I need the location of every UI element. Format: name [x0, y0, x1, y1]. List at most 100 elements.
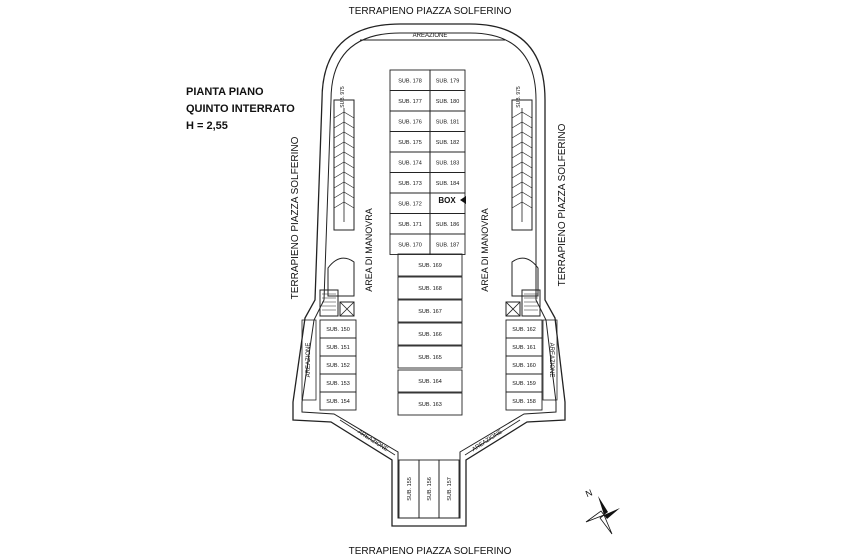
ramp-left	[319, 257, 355, 317]
stair-left-label: SUB. 975	[340, 86, 346, 108]
parking-unit-box	[505, 391, 543, 411]
parking-unit-label: SUB. 181	[436, 119, 460, 125]
parking-unit-label: SUB. 175	[398, 140, 422, 146]
parking-unit-label: SUB. 152	[326, 363, 350, 369]
parking-unit: SUB. 170	[389, 233, 431, 255]
areazione-right: AREAZIONE	[548, 343, 554, 378]
areazione-top: AREAZIONE	[413, 33, 448, 39]
label-bottom: TERRAPIENO PIAZZA SOLFERINO	[349, 546, 512, 557]
parking-unit-label: SUB. 162	[512, 327, 536, 333]
parking-unit-label: SUB. 187	[436, 242, 460, 248]
parking-unit: SUB. 172	[389, 192, 431, 214]
plan-title: PIANTA PIANO QUINTO INTERRATO H = 2,55	[186, 84, 295, 135]
parking-unit: SUB. 187	[429, 233, 466, 255]
parking-unit: SUB. 163	[397, 392, 463, 416]
parking-unit: SUB. 175	[389, 131, 431, 153]
parking-unit: SUB. 154	[319, 391, 357, 411]
parking-unit-label: SUB. 164	[418, 379, 442, 385]
label-right: TERRAPIENO PIAZZA SOLFERINO	[557, 123, 568, 286]
parking-unit-label: SUB. 155	[407, 477, 413, 501]
parking-unit: SUB. 180	[429, 90, 466, 112]
parking-unit-box	[397, 392, 463, 416]
parking-unit: SUB. 176	[389, 110, 431, 132]
parking-unit: SUB. 155	[398, 459, 420, 519]
parking-unit: SUB. 153	[319, 373, 357, 393]
parking-unit-label: SUB. 186	[436, 222, 460, 228]
parking-unit-box	[397, 253, 463, 277]
plan-title-line2: QUINTO INTERRATO	[186, 103, 295, 115]
diag-right-line	[464, 419, 521, 456]
areazione-strip-left	[301, 319, 317, 401]
parking-unit-label: SUB. 183	[436, 160, 460, 166]
parking-unit: SUB. 179	[429, 69, 466, 91]
parking-unit-label: SUB. 156	[427, 477, 433, 501]
parking-unit: SUB. 161	[505, 337, 543, 357]
parking-unit-label: SUB. 166	[418, 332, 442, 338]
plan-title-line3: H = 2,55	[186, 120, 228, 132]
parking-unit-label: SUB. 184	[436, 181, 460, 187]
plan-title-line1: PIANTA PIANO	[186, 86, 264, 98]
outer-wall	[292, 23, 566, 527]
parking-unit: SUB. 150	[319, 319, 357, 339]
parking-unit: SUB. 182	[429, 131, 466, 153]
manovra-right: AREA DI MANOVRA	[480, 208, 490, 292]
compass-north: N	[584, 487, 594, 499]
parking-unit: SUB. 166	[397, 322, 463, 346]
parking-unit: SUB. 164	[397, 369, 463, 393]
parking-unit-label: SUB. 182	[436, 140, 460, 146]
diag-left-line	[339, 419, 396, 456]
parking-unit-label: SUB. 169	[418, 263, 442, 269]
parking-unit-box	[429, 233, 466, 255]
parking-unit: SUB. 152	[319, 355, 357, 375]
stair-right: SUB. 975	[511, 86, 533, 231]
parking-unit-label: SUB. 176	[398, 119, 422, 125]
parking-unit: SUB. 184	[429, 172, 466, 194]
parking-unit-label: SUB. 177	[398, 99, 422, 105]
areazione-diag-right: AREAZIONE	[471, 429, 503, 453]
manovra-left: AREA DI MANOVRA	[364, 208, 374, 292]
parking-unit-label: SUB. 160	[512, 363, 536, 369]
parking-unit-label: SUB. 157	[447, 477, 453, 501]
label-left: TERRAPIENO PIAZZA SOLFERINO	[290, 136, 301, 299]
parking-unit-label: SUB. 159	[512, 381, 536, 387]
parking-unit-label: SUB. 180	[436, 99, 460, 105]
bottom-units: SUB. 155 SUB. 156 SUB. 157	[398, 459, 460, 519]
parking-unit-label: SUB. 158	[512, 399, 536, 405]
parking-unit: SUB. 160	[505, 355, 543, 375]
stair-right-label: SUB. 975	[516, 86, 522, 108]
parking-unit-label: SUB. 150	[326, 327, 350, 333]
parking-unit-label: SUB. 165	[418, 355, 442, 361]
parking-unit: SUB. 173	[389, 172, 431, 194]
parking-unit-label: SUB. 171	[398, 222, 422, 228]
parking-unit: SUB. 181	[429, 110, 466, 132]
box-arrow-icon	[460, 196, 466, 204]
parking-unit-box	[397, 322, 463, 346]
parking-unit: SUB. 165	[397, 345, 463, 369]
parking-unit: SUB. 168	[397, 276, 463, 300]
parking-unit: SUB. 158	[505, 391, 543, 411]
parking-unit: SUB. 178	[389, 69, 431, 91]
areazione-left: AREAZIONE	[306, 343, 312, 378]
compass-icon: N	[584, 487, 620, 535]
parking-unit-label: SUB. 167	[418, 309, 442, 315]
parking-unit-label: SUB. 179	[436, 78, 460, 84]
parking-unit-box	[397, 276, 463, 300]
parking-unit: SUB. 151	[319, 337, 357, 357]
parking-unit: SUB. 157	[438, 459, 460, 519]
parking-unit: SUB. 183	[429, 151, 466, 173]
parking-unit: SUB. 156	[418, 459, 440, 519]
parking-unit-label: SUB. 163	[418, 402, 442, 408]
parking-unit-label: SUB. 170	[398, 242, 422, 248]
parking-unit-label: SUB. 161	[512, 345, 536, 351]
parking-unit-label: SUB. 173	[398, 181, 422, 187]
parking-unit-box	[397, 369, 463, 393]
parking-unit-label: SUB. 154	[326, 399, 350, 405]
parking-unit-box	[397, 345, 463, 369]
parking-unit: SUB. 169	[397, 253, 463, 277]
